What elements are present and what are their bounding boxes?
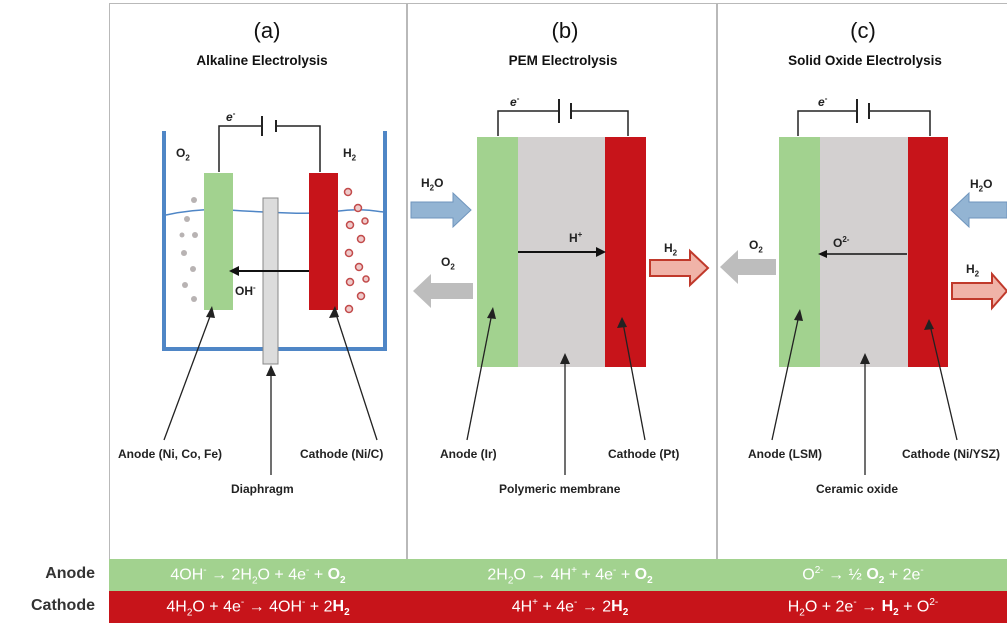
soe-anode-label: Anode (LSM) <box>748 447 822 461</box>
soe-anode-equation: O2- → ½ O2 + 2e- <box>802 565 924 587</box>
hydroxide-arrowhead <box>229 266 239 276</box>
alkaline-cathode-label: Cathode (Ni/C) <box>300 447 384 461</box>
pem-circuit-wire <box>497 110 629 136</box>
panel-b-letter: (b) <box>551 18 579 43</box>
soe-cathode-equation: H2O + 2e- → H2 + O2- <box>787 597 939 619</box>
proton-arrowhead <box>596 247 606 257</box>
ceramic-pointer-head <box>860 353 870 364</box>
soe-oxygen-outlet-arrow <box>720 250 776 284</box>
soe-circuit-wire <box>797 110 931 136</box>
panel-b-title: PEM Electrolysis <box>508 53 618 68</box>
alkaline-anode-equation: 4OH- → 2H2O + 4e- + O2 <box>170 565 346 587</box>
anode-pointer-head <box>206 306 215 318</box>
pem-cathode-electrode <box>605 137 646 367</box>
pem-oxygen-label: O2 <box>441 255 455 272</box>
soe-water-inlet-arrow <box>950 191 1007 229</box>
pem-cathode-pointer-head <box>617 317 627 328</box>
external-circuit-wire <box>218 125 321 172</box>
hydrogen-outlet-arrow <box>649 248 710 288</box>
soe-hydrogen-outlet-arrow <box>951 271 1007 311</box>
soe-hydrogen-label: H2 <box>966 262 980 279</box>
membrane-pointer-head <box>560 353 570 364</box>
diaphragm-label: Diaphragm <box>231 482 294 496</box>
pem-hydrogen-label: H2 <box>664 241 678 258</box>
cathode-pointer-head <box>329 306 339 318</box>
pem-pointer-lines <box>466 312 646 475</box>
panel-alkaline <box>109 3 407 583</box>
ceramic-oxide-label: Ceramic oxide <box>816 482 899 496</box>
water-inlet-arrow <box>410 191 472 229</box>
anode-equation-row: 4OH- → 2H2O + 4e- + O2 2H2O → 4H+ + 4e- … <box>109 559 1007 591</box>
cathode-row-label: Cathode <box>31 597 95 614</box>
panel-c-letter: (c) <box>850 18 876 43</box>
oxygen-outlet-arrow <box>413 274 473 308</box>
proton-label: H+ <box>569 230 583 245</box>
pem-anode-electrode <box>477 137 518 367</box>
oxygen-bubbles <box>179 197 198 302</box>
soe-anode-pointer-head <box>794 309 803 321</box>
cathode-electrode <box>309 173 338 310</box>
hydrogen-bubbles <box>343 187 370 314</box>
panel-c-title: Solid Oxide Electrolysis <box>788 53 942 68</box>
alkaline-electron-label: e- <box>226 109 236 124</box>
alkaline-cathode-equation: 4H2O + 4e- → 4OH- + 2H2 <box>166 597 350 619</box>
soe-oxygen-label: O2 <box>749 238 763 255</box>
soe-water-in-label: H2O <box>970 177 993 194</box>
membrane-label: Polymeric membrane <box>499 482 621 496</box>
anode-row-label: Anode <box>45 565 95 582</box>
soe-electron-label: e- <box>818 94 828 109</box>
alkaline-cell-diagram <box>162 116 387 475</box>
oxide-ion-label: O2- <box>833 235 850 250</box>
solid-oxide-cell-diagram <box>720 99 1007 475</box>
soe-anode-electrode <box>779 137 820 367</box>
pem-electron-label: e- <box>510 94 520 109</box>
alkaline-pointer-lines <box>163 310 378 475</box>
soe-cathode-label: Cathode (Ni/YSZ) <box>902 447 1000 461</box>
pem-cathode-label: Cathode (Pt) <box>608 447 680 461</box>
panel-a-title: Alkaline Electrolysis <box>196 53 328 68</box>
cathode-equation-row: 4H2O + 4e- → 4OH- + 2H2 4H+ + 4e- → 2H2 … <box>109 591 1007 623</box>
anode-electrode <box>204 173 233 310</box>
pem-cell-diagram <box>410 99 710 475</box>
soe-cathode-electrode <box>908 137 948 367</box>
hydroxide-ion-label: OH- <box>235 283 256 298</box>
soe-pointer-lines <box>771 314 958 475</box>
alkaline-anode-label: Anode (Ni, Co, Fe) <box>118 447 222 461</box>
panel-a-letter: (a) <box>253 18 281 43</box>
pem-cathode-equation: 4H+ + 4e- → 2H2 <box>511 597 629 619</box>
soe-cathode-pointer-head <box>924 319 934 330</box>
oxide-ion-arrowhead <box>818 250 827 258</box>
diaphragm-pointer-head <box>266 365 276 376</box>
alkaline-oxygen-label: O2 <box>176 146 190 163</box>
alkaline-hydrogen-label: H2 <box>343 146 357 163</box>
pem-anode-pointer-head <box>487 307 496 319</box>
pem-anode-label: Anode (Ir) <box>440 447 497 461</box>
pem-anode-equation: 2H2O → 4H+ + 4e- + O2 <box>487 565 653 587</box>
diaphragm <box>262 197 279 365</box>
pem-water-in-label: H2O <box>421 176 444 193</box>
